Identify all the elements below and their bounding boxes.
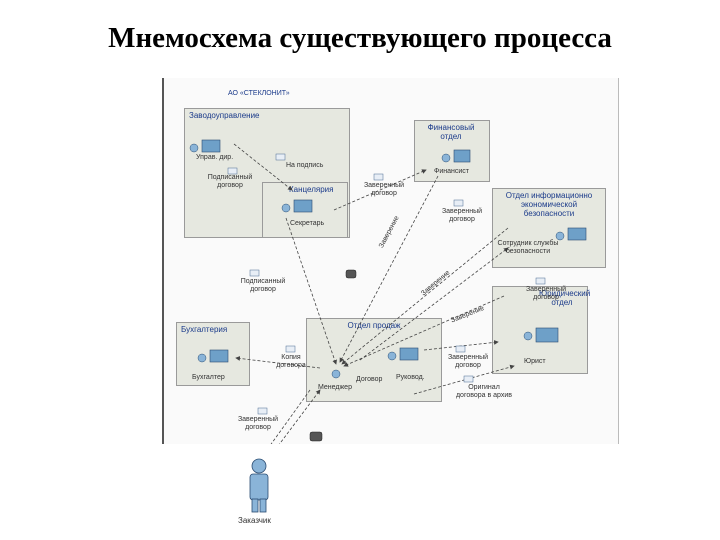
customer-head-icon bbox=[251, 458, 267, 474]
doc-approved-contract-security-2: Заверенный договор bbox=[525, 286, 567, 301]
document-icon bbox=[373, 173, 384, 181]
doc-signature: На подпись bbox=[286, 162, 324, 169]
arrow-manager-to-security bbox=[359, 247, 509, 361]
arrow-manager-to-customer bbox=[270, 389, 311, 444]
workstation-accountant bbox=[209, 349, 229, 363]
document-icon bbox=[285, 345, 296, 353]
diagram-graphics bbox=[189, 139, 587, 444]
workstation-lawyer bbox=[535, 327, 559, 343]
doc-contract: Договор bbox=[356, 376, 383, 383]
document-icon bbox=[535, 277, 546, 285]
zone-security: Отдел информационно экономической безопа… bbox=[492, 188, 606, 268]
person-manager-icon bbox=[331, 369, 341, 379]
person-sales-head-icon bbox=[387, 351, 397, 361]
person-financier-icon bbox=[441, 153, 451, 163]
zone-security-title: Отдел информационно экономической безопа… bbox=[505, 191, 593, 218]
arrow-finance-to-manager bbox=[339, 175, 439, 363]
person-accountant-icon bbox=[197, 353, 207, 363]
arrow-director-to-office bbox=[233, 143, 293, 191]
person-director-icon bbox=[189, 143, 199, 153]
zone-accounting-title: Бухгалтерия bbox=[181, 325, 228, 334]
arrow-office-to-finance bbox=[333, 169, 427, 211]
zone-finance: Финансовый отдел bbox=[414, 120, 490, 182]
doc-original-contract-archive: Оригинал договора в архив bbox=[455, 384, 513, 399]
doc-certified-contract: Заверенный договор bbox=[363, 182, 405, 197]
arrow-customer-to-manager bbox=[279, 389, 321, 444]
workstation-director bbox=[201, 139, 221, 153]
doc-signed-contract-1: Подписанный договор bbox=[207, 174, 253, 189]
actor-lawyer: Юрист bbox=[524, 358, 546, 365]
arrow-legal-to-manager bbox=[343, 295, 505, 367]
phone-icon bbox=[309, 431, 323, 442]
zone-office-title: Канцелярия bbox=[289, 185, 334, 194]
person-lawyer-icon bbox=[523, 331, 533, 341]
workstation-secretary bbox=[293, 199, 313, 213]
person-secretary-icon bbox=[281, 203, 291, 213]
zone-legal-title: Юридический отдел bbox=[539, 289, 591, 307]
workstation-security bbox=[567, 227, 587, 241]
doc-signed-contract-2: Подписанный договор bbox=[240, 278, 286, 293]
slide-title: Мнемосхема существующего процесса bbox=[108, 22, 612, 54]
zone-finance-title: Финансовый отдел bbox=[427, 123, 475, 141]
phone-icon bbox=[345, 269, 357, 279]
doc-approved-contract-customer: Заверенный договор bbox=[237, 416, 279, 431]
workstation-sales-head bbox=[399, 347, 419, 361]
zone-sales-title: Отдел продаж bbox=[347, 321, 401, 330]
actor-customer: Заказчик bbox=[238, 516, 271, 525]
actor-secretary: Секретарь bbox=[290, 220, 325, 227]
document-icon bbox=[275, 153, 286, 161]
document-icon bbox=[249, 269, 260, 277]
company-label: АО «СТЕКЛОНИТ» bbox=[228, 90, 290, 97]
zone-management-title: Заводоуправление bbox=[189, 111, 260, 120]
arrow-manager-to-accounting bbox=[235, 356, 321, 369]
actor-security-officer: Сотрудник службы безопасности bbox=[497, 240, 559, 255]
customer-body-icon bbox=[249, 473, 269, 501]
actor-director: Управ. дир. bbox=[196, 154, 234, 161]
actor-sales-head: Руковод. bbox=[396, 374, 425, 381]
actor-manager: Менеджер bbox=[318, 384, 352, 391]
zone-sales: Отдел продаж bbox=[306, 318, 442, 402]
document-icon bbox=[453, 199, 464, 207]
actor-accountant: Бухгалтер bbox=[192, 374, 225, 381]
actor-financier: Финансист bbox=[434, 168, 469, 175]
document-icon bbox=[455, 345, 466, 353]
document-icon bbox=[463, 375, 474, 383]
doc-approved-contract-security: Заверенный договор bbox=[441, 208, 483, 223]
person-security-icon bbox=[555, 231, 565, 241]
process-diagram: АО «СТЕКЛОНИТ» Заводоуправление Канцеляр… bbox=[162, 78, 619, 444]
arrow-office-to-manager bbox=[285, 217, 337, 365]
doc-contract-copy: Копия договора bbox=[276, 354, 306, 369]
document-icon bbox=[227, 167, 238, 175]
document-icon bbox=[257, 407, 268, 415]
arrow-security-to-manager bbox=[341, 227, 509, 365]
workstation-financier bbox=[453, 149, 471, 163]
doc-approved-contract-legal: Заверенный договор bbox=[447, 354, 489, 369]
